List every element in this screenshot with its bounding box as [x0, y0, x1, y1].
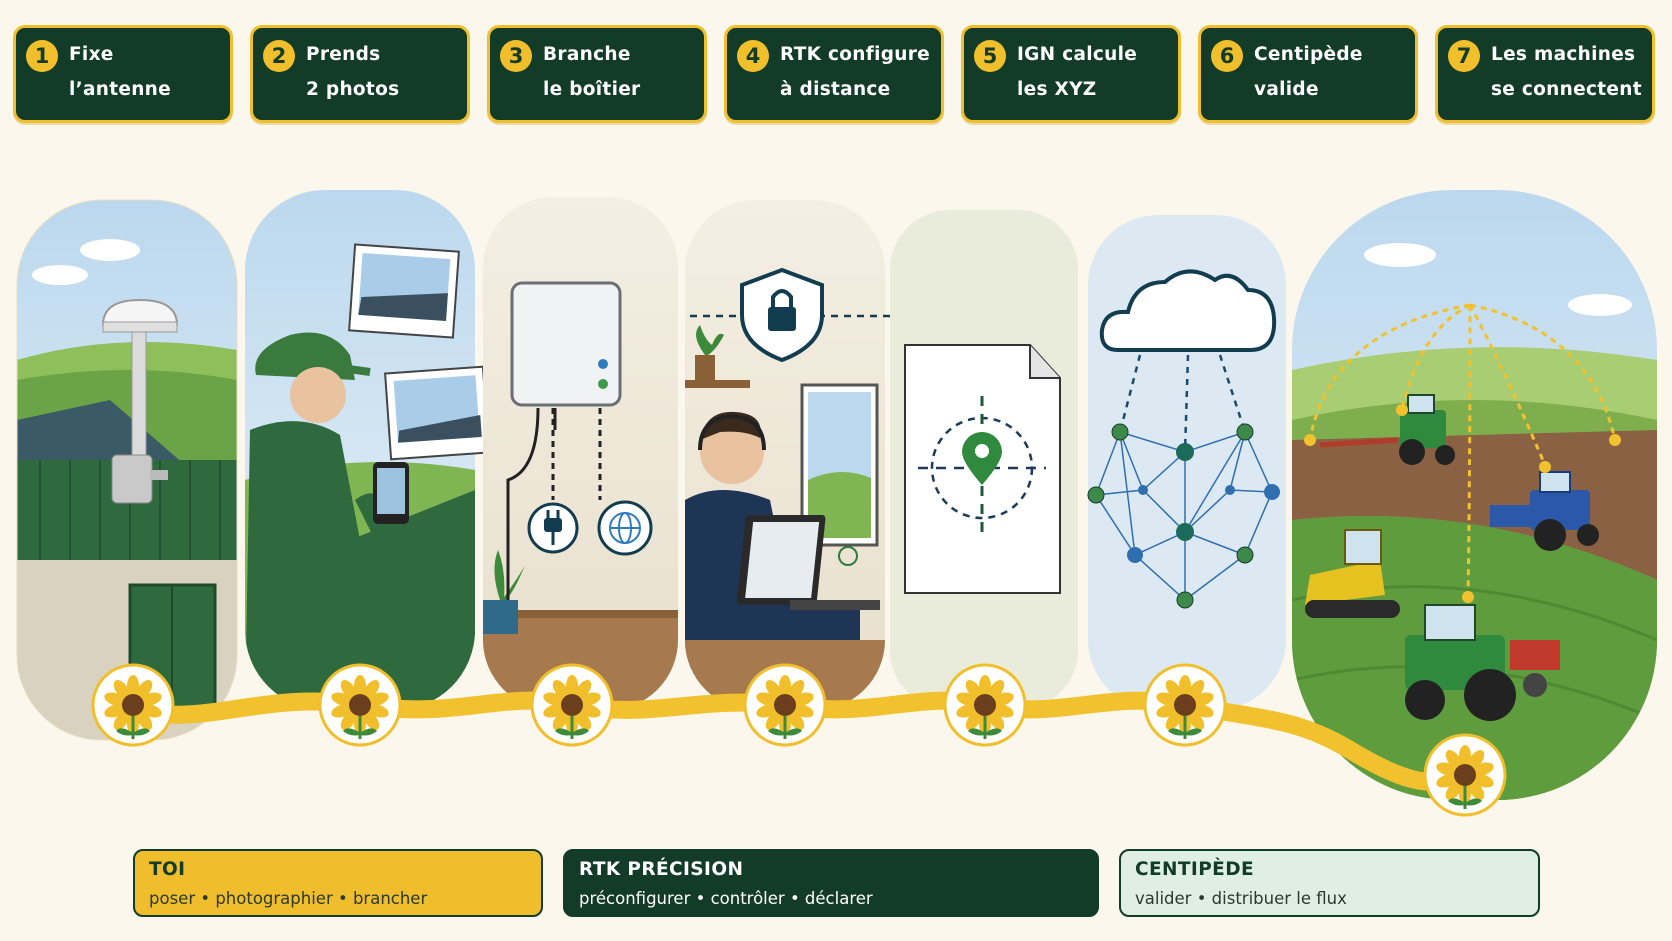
sunflower-icon — [530, 663, 614, 747]
panel-photos — [245, 190, 475, 710]
rtk-box-icon — [506, 281, 622, 600]
steps-header: 1 Fixe l’antenne 2 Prends 2 photos 3 Bra… — [0, 0, 1672, 140]
step-title-line2: 2 photos — [306, 79, 400, 100]
step-card-2: 2 Prends 2 photos — [250, 25, 470, 123]
legend-rtk: RTK PRÉCISION préconfigurer • contrôler … — [563, 849, 1099, 917]
step-title-line2: l’antenne — [69, 79, 172, 100]
step-number-badge: 3 — [500, 40, 532, 72]
step-title-line1: Branche — [543, 44, 631, 65]
legend-subtitle: préconfigurer • contrôler • déclarer — [579, 889, 873, 908]
step-card-5: 5 IGN calcule les XYZ — [961, 25, 1181, 123]
tractor-icon — [1319, 394, 1455, 465]
panel-antenna — [17, 200, 237, 740]
panel-machines — [1292, 190, 1657, 800]
legend-centipede: CENTIPÈDE valider • distribuer le flux — [1119, 849, 1540, 917]
step-number-badge: 1 — [26, 40, 58, 72]
step-card-4: 4 RTK configure à distance — [724, 25, 944, 123]
sunflower-icon — [943, 663, 1027, 747]
sunflower-icon — [318, 663, 402, 747]
globe-icon — [597, 500, 653, 556]
sunflower-icon — [1143, 663, 1227, 747]
step-number-badge: 4 — [737, 40, 769, 72]
sunflower-icon — [1423, 733, 1507, 817]
legend-toi: TOI poser • photographier • brancher — [133, 849, 543, 917]
step-number-badge: 6 — [1211, 40, 1243, 72]
step-card-3: 3 Branche le boîtier — [487, 25, 707, 123]
step-number-badge: 7 — [1448, 40, 1480, 72]
step-card-6: 6 Centipède valide — [1198, 25, 1418, 123]
sunflower-icon — [743, 663, 827, 747]
cloud-network-icon — [1087, 269, 1280, 609]
tractor-icon — [1305, 529, 1400, 618]
panel-box — [483, 197, 678, 710]
step-title-line2: à distance — [780, 79, 891, 100]
legend-title: RTK PRÉCISION — [579, 859, 744, 880]
step-title-line2: valide — [1254, 79, 1319, 100]
location-target-icon — [904, 344, 1061, 594]
step-number-badge: 5 — [974, 40, 1006, 72]
tractor-icon — [1490, 471, 1599, 551]
legend-title: CENTIPÈDE — [1135, 859, 1254, 880]
step-title-line1: Prends — [306, 44, 381, 65]
legend-subtitle: poser • photographier • brancher — [149, 889, 428, 908]
step-title-line1: IGN calcule — [1017, 44, 1138, 65]
camera-photo-icon — [348, 243, 490, 461]
step-number-badge: 2 — [263, 40, 295, 72]
step-title-line2: se connectent — [1491, 79, 1642, 100]
padlock-shield-icon — [690, 267, 907, 363]
power-plug-icon — [527, 502, 579, 554]
sunflower-icon — [91, 663, 175, 747]
step-title-line1: Centipède — [1254, 44, 1363, 65]
legend-subtitle: valider • distribuer le flux — [1135, 889, 1347, 908]
step-title-line1: Fixe — [69, 44, 114, 65]
step-title-line1: RTK configure — [780, 44, 931, 65]
step-title-line1: Les machines — [1491, 44, 1636, 65]
step-card-1: 1 Fixe l’antenne — [13, 25, 233, 123]
tractor-icon — [1405, 604, 1560, 721]
step-title-line2: les XYZ — [1017, 79, 1097, 100]
legend-title: TOI — [149, 859, 186, 880]
step-card-7: 7 Les machines se connectent — [1435, 25, 1655, 123]
step-title-line2: le boîtier — [543, 79, 641, 100]
